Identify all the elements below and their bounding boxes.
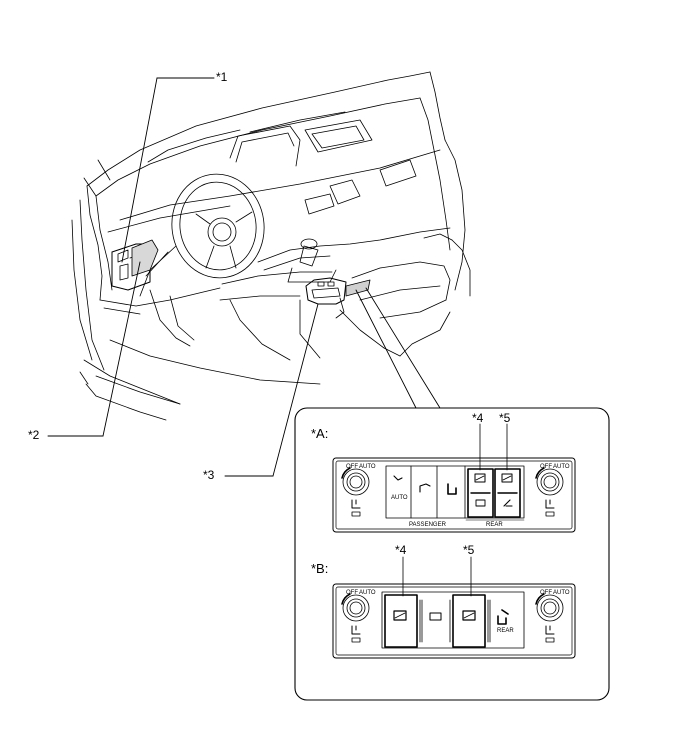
callout-2-label: *2	[28, 428, 40, 442]
panel-a-callout-5: *5	[499, 411, 511, 425]
panel-a-rear-text: REAR	[486, 522, 503, 528]
panel-a-switch	[332, 423, 576, 533]
panel-b-right-auto-label: AUTO	[553, 590, 570, 596]
panel-b-label: *B:	[311, 561, 329, 576]
detail-frame	[294, 407, 610, 701]
panel-b-rear-text: REAR	[497, 628, 514, 634]
panel-a-right-auto-label: AUTO	[553, 464, 570, 470]
panel-b-callout-4: *4	[395, 543, 407, 557]
dashboard-drawing	[71, 71, 471, 421]
panel-a-callout-4: *4	[472, 411, 484, 425]
panel-b-left-auto-label: AUTO	[359, 590, 376, 596]
panel-b-switch	[332, 556, 576, 659]
panel-a-label: *A:	[311, 426, 329, 441]
callout-1-label: *1	[216, 70, 228, 84]
panel-a-left-auto-label: AUTO	[359, 464, 376, 470]
callout-3-label: *3	[203, 468, 215, 482]
panel-a-right-off-label: OFF	[540, 464, 552, 470]
panel-b-left-off-label: OFF	[346, 590, 358, 596]
panel-b-right-off-label: OFF	[540, 590, 552, 596]
panel-a-auto-button-text: AUTO	[391, 495, 408, 501]
panel-a-passenger-text: PASSENGER	[409, 522, 447, 528]
panel-b-callout-5: *5	[463, 543, 475, 557]
panel-a-left-off-label: OFF	[346, 464, 358, 470]
callout-leaders	[47, 77, 441, 477]
